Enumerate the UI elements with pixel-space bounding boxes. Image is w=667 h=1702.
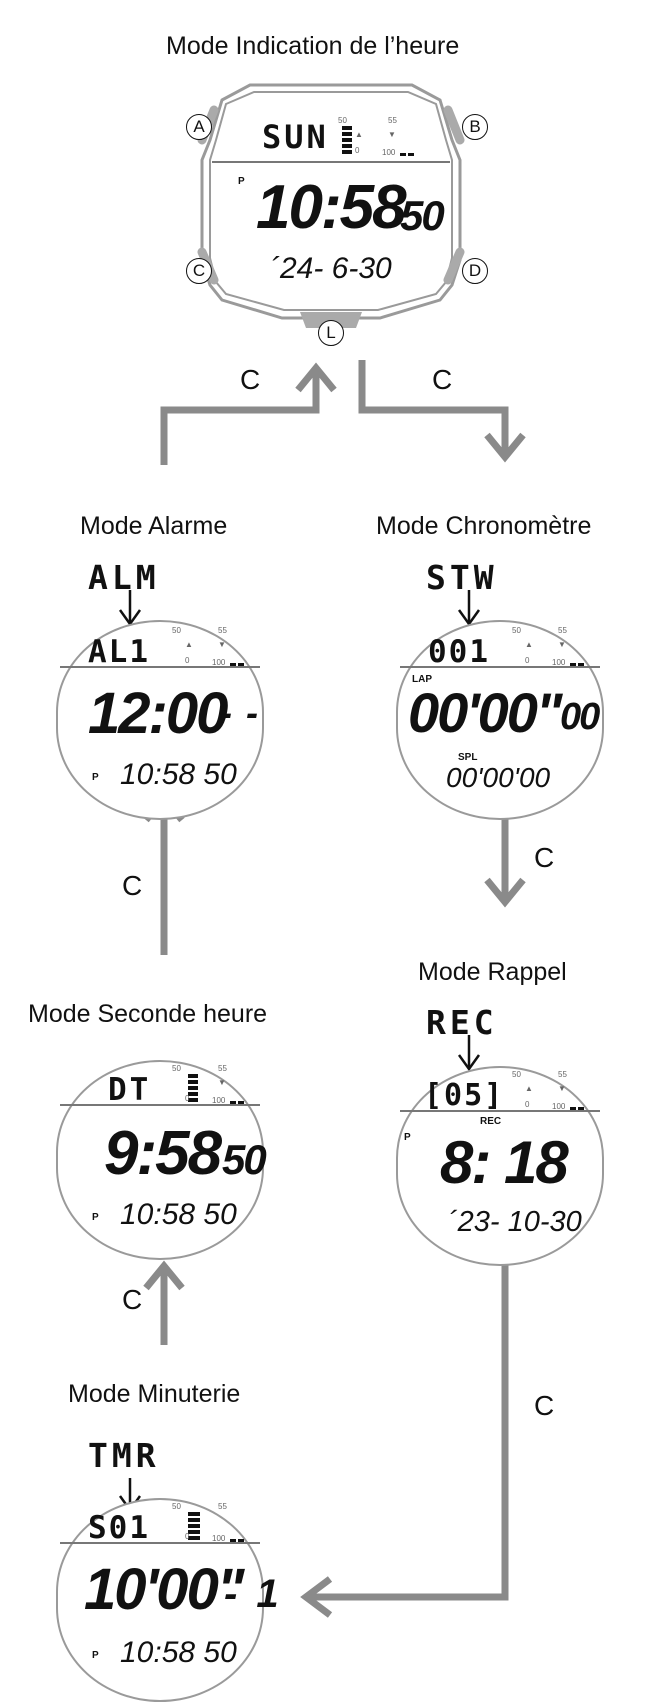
button-l[interactable]: L [318,320,344,346]
timer-setting: S01 [88,1510,150,1546]
alarm-label: AL1 [88,634,150,670]
alarm-time: 12:00 [88,681,228,746]
reminder-date: ´23- 10-30 [448,1206,582,1238]
reminder-symbol: REC [426,1003,498,1042]
timekeeping-gauge: 50 55 100 0 ▲▼ [338,116,416,162]
arrow-reminder-to-timer [308,1262,509,1601]
transition-label-6: C [534,1390,555,1421]
mode-title-reminder: Mode Rappel [418,958,567,986]
reminder-rec-label: REC [480,1116,502,1127]
mode-title-timer: Mode Minuterie [68,1380,241,1408]
arrowhead-stopwatch-to-reminder [484,877,526,908]
mode-title-dual-time: Mode Seconde heure [28,1000,268,1028]
reminder-pm: P [404,1132,411,1143]
dual-time-time: 9:58 [104,1119,222,1188]
button-a[interactable]: A [186,114,212,140]
alarm-suffix: - - [220,692,260,733]
dual-time-seconds: 50 [222,1136,267,1183]
dual-time-current-time: 10:58 50 [120,1198,237,1231]
transition-label-2: C [432,364,453,395]
stopwatch-lap-number: 001 [428,634,490,670]
stopwatch-symbol: STW [426,558,498,597]
timer-time: 10'00" [84,1557,244,1622]
transition-label-3: C [534,842,555,873]
button-b[interactable]: B [462,114,488,140]
timer-suffix: - 1 [224,1572,283,1616]
transition-label-4: C [122,870,143,901]
timer-pm: P [92,1650,99,1661]
stopwatch-spl-label: SPL [458,752,478,763]
arrowhead-time-to-stopwatch [484,432,526,463]
timekeeping-seconds: 50 [400,192,445,239]
timer-current-time: 10:58 50 [120,1636,237,1669]
watch-alarm [56,620,264,820]
stopwatch-time: 00'00" [408,681,562,744]
alarm-current-time: 10:58 50 [120,758,237,791]
main-watch-bezel [197,83,465,328]
timekeeping-pm: P [238,176,245,187]
stopwatch-split-time: 00'00'00 [446,762,551,793]
mode-title-alarm: Mode Alarme [80,512,228,540]
button-d[interactable]: D [462,258,488,284]
stopwatch-lap-label: LAP [412,674,432,685]
dual-time-pm: P [92,1212,99,1223]
timekeeping-day: SUN [262,118,329,156]
reminder-number: [05] [424,1078,505,1113]
arrowhead-timer-to-dual [143,1260,185,1291]
button-c[interactable]: C [186,258,212,284]
watch-reminder [396,1066,604,1266]
mode-title-timekeeping: Mode Indication de l’heure [166,32,460,60]
arrow-time-to-stopwatch [358,360,509,455]
arrow-alarm-to-time [160,370,320,465]
dual-time-label: DT [108,1072,152,1108]
stopwatch-hundredths: 00 [560,696,600,738]
timer-symbol: TMR [88,1436,160,1475]
watch-timer [56,1498,264,1702]
timekeeping-date: ´24- 6-30 [270,252,392,285]
arrowhead-reminder-to-timer [300,1576,333,1618]
alarm-symbol: ALM [88,558,160,597]
timekeeping-time: 10:58 [256,173,407,242]
alarm-pm: P [92,772,99,783]
watch-stopwatch [396,620,604,820]
transition-label-5: C [122,1284,143,1315]
watch-dual-time [56,1060,264,1260]
mode-title-stopwatch: Mode Chronomètre [376,512,592,540]
transition-label-1: C [240,364,261,395]
arrowhead-alarm-to-time [295,362,337,393]
reminder-time: 8: 18 [440,1129,569,1196]
